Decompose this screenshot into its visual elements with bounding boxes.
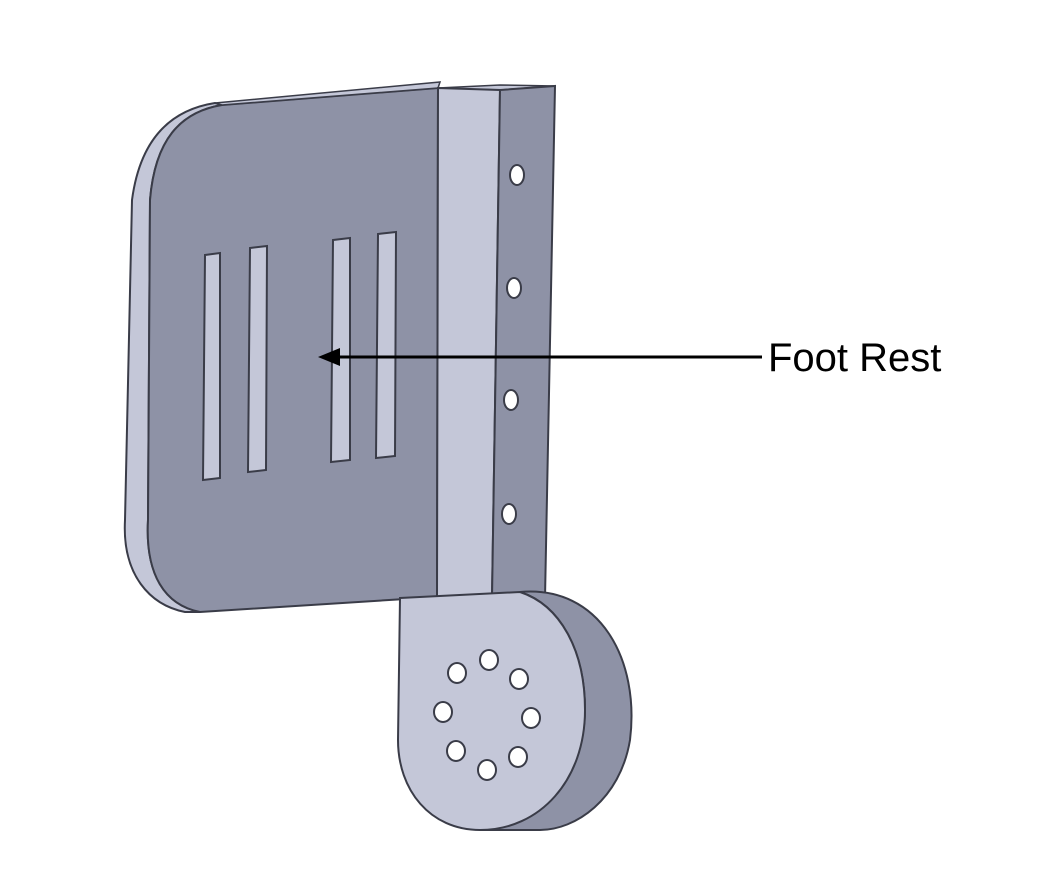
side-holes: [501, 164, 525, 525]
pivot-disc: [396, 590, 633, 832]
bolt-hole-3: [521, 707, 541, 729]
foot-plate: [123, 81, 442, 614]
foot-rest-label: Foot Rest: [768, 336, 942, 380]
vertical-bar: [435, 84, 557, 600]
pivot-disc-front-face: [396, 590, 587, 832]
side-hole-3: [503, 389, 519, 411]
strap-slot-3: [329, 236, 351, 464]
callout-arrow-head: [318, 348, 340, 366]
side-hole-1: [509, 164, 525, 186]
callout-arrow: [318, 348, 762, 366]
side-hole-2: [506, 277, 522, 299]
bolt-hole-4: [508, 746, 528, 768]
vertical-bar-front-face: [435, 86, 502, 600]
strap-slot-1: [201, 251, 221, 482]
bolt-hole-8: [447, 662, 467, 684]
bolt-hole-5: [477, 759, 497, 781]
side-hole-4: [501, 503, 517, 525]
foot-plate-front-face: [146, 86, 440, 614]
bolt-hole-2: [509, 668, 529, 690]
bolt-hole-6: [446, 740, 466, 762]
bolt-hole-7: [433, 701, 453, 723]
vertical-bar-side-face: [490, 84, 557, 599]
strap-slot-4: [374, 230, 398, 460]
bolt-hole-1: [479, 649, 499, 671]
strap-slots: [201, 230, 398, 482]
strap-slot-2: [246, 244, 269, 474]
bolt-circle-holes: [433, 649, 541, 781]
